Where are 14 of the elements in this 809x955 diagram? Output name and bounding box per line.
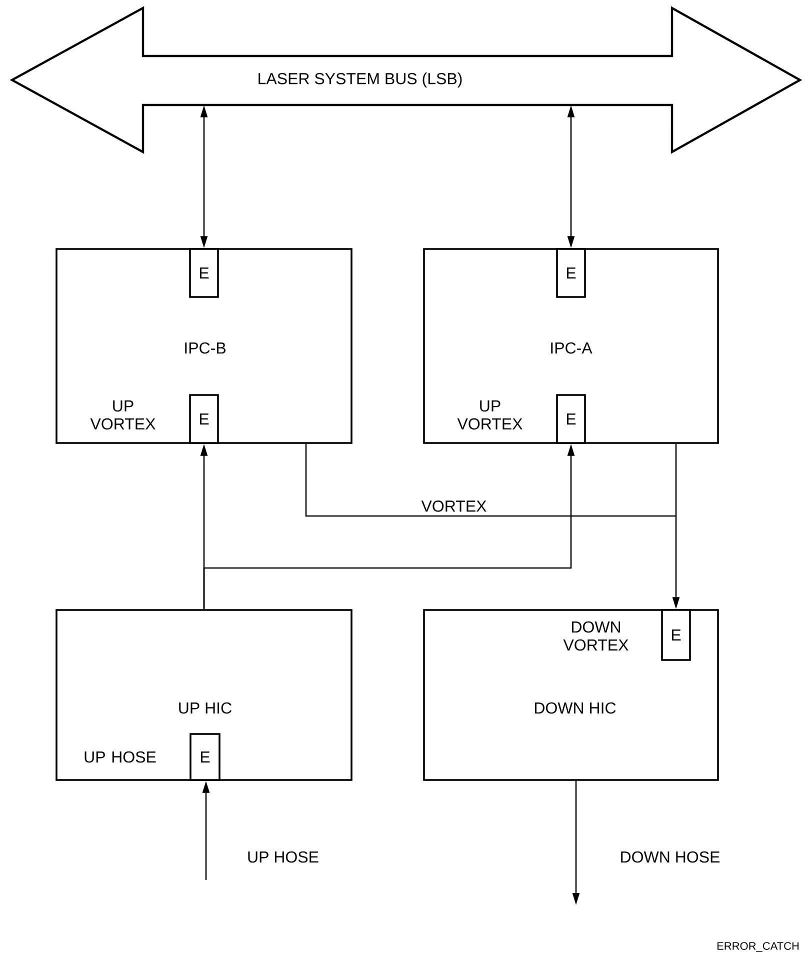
port-label: UP HOSE — [84, 751, 156, 763]
port-box: E — [556, 248, 586, 298]
port-label: DOWN VORTEX — [563, 621, 628, 651]
port-box: E — [189, 394, 219, 444]
edge-label: DOWN HOSE — [618, 850, 722, 864]
port-box: E — [661, 609, 691, 661]
port-label: UP VORTEX — [90, 400, 156, 430]
port-box: E — [189, 248, 219, 298]
edge-label: VORTEX — [420, 499, 488, 513]
edge-label: UP HOSE — [246, 850, 320, 864]
port-label: UP VORTEX — [457, 400, 522, 430]
port-box: E — [556, 394, 586, 444]
port-box: E — [190, 733, 220, 781]
figure-id: ERROR_CATCH — [717, 942, 799, 952]
